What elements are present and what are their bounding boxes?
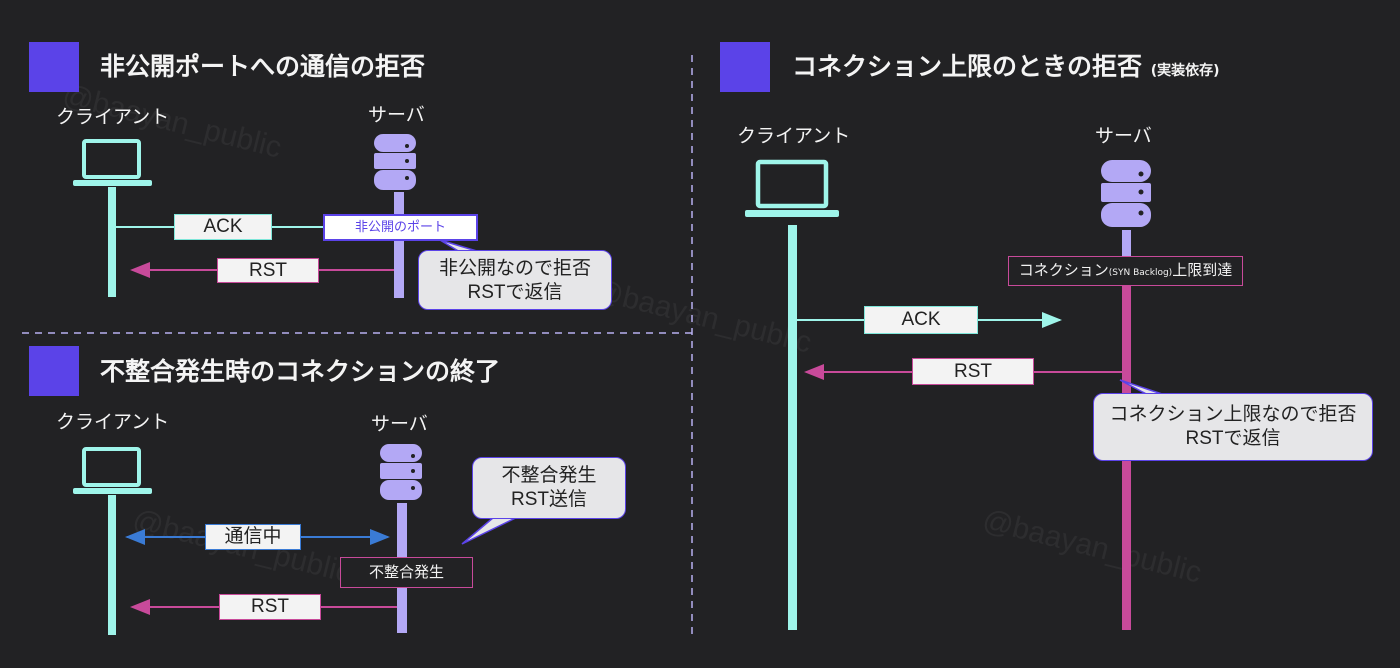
laptop-icon	[745, 159, 839, 217]
server-lifeline	[394, 192, 404, 298]
state-suffix: 上限到達	[1172, 261, 1233, 279]
note-line: 不整合発生	[501, 465, 597, 486]
note-line: RSTで返信	[1185, 428, 1281, 449]
rst-message: RST	[219, 594, 321, 620]
callout-note: 非公開なので拒否 RSTで返信	[418, 250, 612, 310]
callout-note: コネクション上限なので拒否 RSTで返信	[1093, 393, 1373, 461]
server-label: サーバ	[1095, 125, 1152, 147]
state-small: (SYN Backlog)	[1108, 268, 1173, 278]
ack-message: ACK	[864, 306, 978, 334]
client-label: クライアント	[737, 125, 851, 147]
note-line: 非公開なので拒否	[438, 258, 591, 279]
client-lifeline	[788, 225, 797, 630]
database-server-icon	[1101, 160, 1151, 227]
note-line: RSTで返信	[467, 282, 563, 303]
callout-note: 不整合発生 RST送信	[472, 457, 626, 519]
section-marker	[29, 42, 79, 92]
database-server-icon	[374, 134, 416, 190]
client-lifeline	[108, 187, 116, 297]
server-label: サーバ	[368, 104, 425, 126]
section-marker	[720, 42, 770, 92]
note-line: RST送信	[510, 489, 587, 510]
server-label: サーバ	[371, 413, 428, 435]
rst-message: RST	[217, 258, 319, 283]
section-title-suffix: (実装依存)	[1150, 63, 1220, 79]
client-label: クライアント	[56, 411, 170, 433]
client-label: クライアント	[56, 106, 170, 128]
connection-limit-state: コネクション(SYN Backlog)上限到達	[1008, 256, 1243, 286]
section-marker	[29, 346, 79, 396]
laptop-icon	[73, 447, 152, 494]
section-title-text: コネクション上限のときの拒否	[792, 52, 1143, 81]
note-line: コネクション上限なので拒否	[1109, 404, 1357, 425]
section-title: 不整合発生時のコネクションの終了	[100, 357, 501, 386]
comm-message: 通信中	[205, 524, 301, 550]
rst-message: RST	[912, 358, 1034, 385]
ack-message: ACK	[174, 214, 272, 240]
section-title: 非公開ポートへの通信の拒否	[100, 52, 426, 81]
private-port-state: 非公開のポート	[323, 214, 478, 241]
client-lifeline	[108, 495, 116, 635]
database-server-icon	[380, 444, 422, 500]
laptop-icon	[73, 139, 152, 186]
inconsistency-state: 不整合発生	[340, 557, 473, 588]
state-prefix: コネクション	[1018, 261, 1109, 279]
server-lifeline	[1122, 230, 1131, 256]
section-title: コネクション上限のときの拒否 (実装依存)	[792, 52, 1220, 86]
